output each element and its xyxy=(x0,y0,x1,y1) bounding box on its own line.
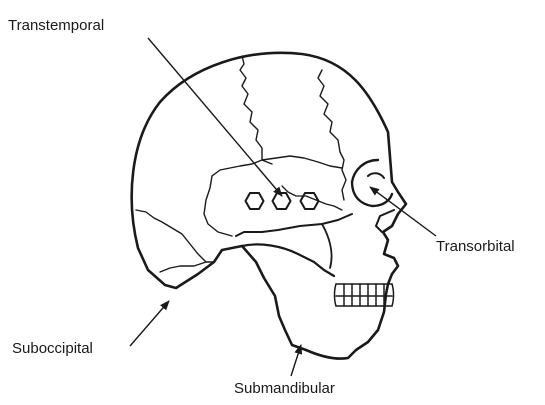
transtemporal-arrow xyxy=(148,38,282,196)
teeth xyxy=(335,284,394,306)
burr-hole-1 xyxy=(246,193,264,209)
lambdoid-suture xyxy=(136,210,206,262)
transtemporal-label: Transtemporal xyxy=(8,18,104,33)
squamous-suture xyxy=(204,176,232,236)
temporal-suture xyxy=(212,156,342,176)
frontal-suture xyxy=(282,186,342,210)
sagittal-suture xyxy=(318,70,340,152)
burr-hole-3 xyxy=(301,193,319,209)
coronal-suture xyxy=(240,56,272,164)
suboccipital-arrow xyxy=(130,301,169,346)
cheekbone-line xyxy=(236,214,352,236)
suboccipital-label: Suboccipital xyxy=(12,341,93,356)
submandibular-label: Submandibular xyxy=(234,381,335,396)
sphenoid-suture xyxy=(340,152,346,200)
orbit-inner xyxy=(368,173,384,178)
transorbital-label: Transorbital xyxy=(436,239,515,254)
zygomatic-line xyxy=(322,224,332,268)
cranium-outline xyxy=(132,53,406,359)
submandibular-arrow xyxy=(291,345,301,376)
nasal-outline xyxy=(376,210,394,232)
